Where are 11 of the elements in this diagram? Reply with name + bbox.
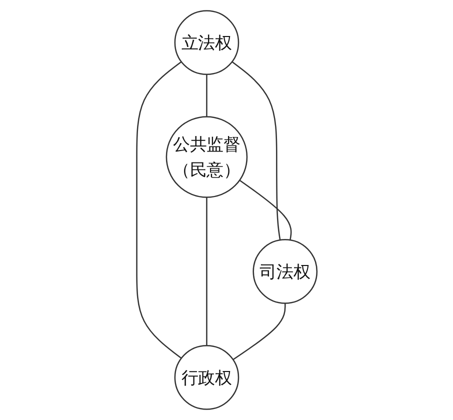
node-circle xyxy=(174,345,239,410)
connector xyxy=(136,61,182,359)
node-circle xyxy=(174,10,239,75)
connector xyxy=(206,197,207,346)
connector xyxy=(231,61,280,240)
node-circle xyxy=(165,116,248,198)
connector xyxy=(238,180,292,240)
connector xyxy=(232,303,286,360)
connector xyxy=(206,74,207,117)
node-circle xyxy=(252,239,318,304)
diagram: 立法权 公共监督（民意） 司法权 行政权 xyxy=(130,4,324,416)
